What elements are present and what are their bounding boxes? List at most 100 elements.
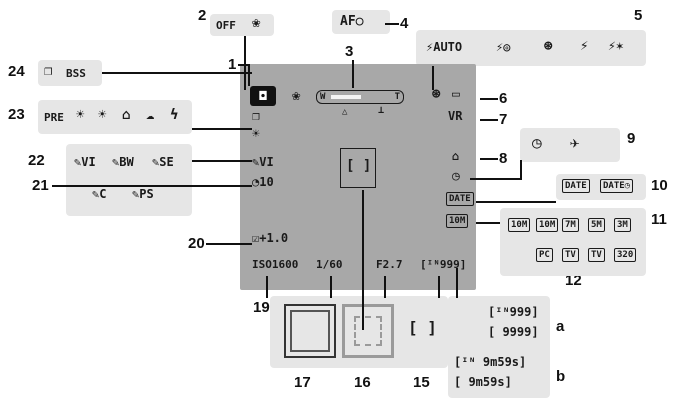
lcd-continuous-icon: ❐ <box>252 109 260 124</box>
exposures-remaining-text: [ᴵᴺ999] <box>420 258 467 271</box>
label-17: 17 <box>294 374 311 391</box>
label-23: 23 <box>8 106 25 123</box>
monitor-display: ◘ ❀ W T △ ⊥ ⊛ ▭ VR ❐ ☀ ✎VI ◔10 ☑+1.0 ISO… <box>240 64 476 290</box>
exposure-comp-text: ☑+1.0 <box>252 231 289 245</box>
label-12: 12 <box>565 272 582 289</box>
wb-flash-icon: ϟ <box>170 107 179 123</box>
label-5: 5 <box>634 7 643 24</box>
macro-off-icon: OFF <box>216 19 236 32</box>
color-sepia-icon: ✎SE <box>152 155 174 169</box>
leader-4 <box>385 23 399 25</box>
date-imprint-icon: DATE <box>562 179 590 193</box>
date-stamp-counter-icon: ⌂ <box>452 149 460 163</box>
leader-3 <box>352 60 354 88</box>
wb-fluorescent-icon: ⌂ <box>122 107 131 123</box>
focus-area-box <box>340 148 376 188</box>
label-4: 4 <box>400 15 409 32</box>
wb-cloudy-icon: ☁ <box>146 107 155 123</box>
leader-24 <box>102 72 252 74</box>
focus-area-auto-frame <box>342 304 394 358</box>
label-24: 24 <box>8 63 25 80</box>
wb-incandescent-icon: ☀ <box>98 107 107 123</box>
focus-area-wide-frame <box>284 304 336 358</box>
flash-redeye-icon: ⚡◎ <box>496 40 511 54</box>
movie-time-internal-text: [ᴵᴺ 9m59s] <box>454 355 527 369</box>
label-3: 3 <box>345 43 354 60</box>
image-mode-5m-icon: 5M <box>588 218 605 232</box>
label-6: 6 <box>499 90 508 107</box>
panel-af: AF○ <box>332 10 390 34</box>
color-pastel-icon: ✎PS <box>132 187 154 201</box>
leader-12 <box>456 268 458 298</box>
label-15: 15 <box>413 374 430 391</box>
label-b: b <box>556 368 566 385</box>
zoom-wide-label: W <box>320 92 326 102</box>
image-mode-7m-icon: 7M <box>562 218 579 232</box>
focus-brackets: [ ] <box>346 158 372 174</box>
lcd-date-imprint-icon: DATE <box>446 192 474 206</box>
shutter-speed-text: 1/60 <box>316 258 343 271</box>
label-1: 1 <box>228 56 237 73</box>
label-7: 7 <box>499 111 508 128</box>
image-mode-10m-star-icon: 10M <box>508 218 531 232</box>
leader-10 <box>476 201 556 203</box>
focus-area-wide-inner <box>290 310 330 352</box>
color-bw-icon: ✎BW <box>112 155 134 169</box>
lcd-wb-icon: ☀ <box>252 127 260 142</box>
label-a: a <box>556 318 565 335</box>
wb-daylight-icon: ☀ <box>76 107 85 123</box>
label-21: 21 <box>32 177 49 194</box>
color-vivid-icon: ✎VI <box>74 155 96 169</box>
label-9: 9 <box>627 130 636 147</box>
leader-14 <box>384 276 386 298</box>
battery-icon: ▭ <box>452 87 460 102</box>
label-11: 11 <box>651 211 667 228</box>
lcd-zone-clock-icon: ◷ <box>452 169 460 184</box>
focus-area-center-brackets: [ ] <box>408 318 437 337</box>
label-10: 10 <box>651 177 668 194</box>
iso-text: ISO1600 <box>252 258 299 271</box>
panel-date-imprint: DATE DATE◷ <box>556 174 646 200</box>
leader-5 <box>432 66 434 90</box>
aperture-text: F2.7 <box>376 258 403 271</box>
leader-20 <box>206 243 252 245</box>
movie-time-card-text: [ 9m59s] <box>454 375 512 389</box>
shooting-mode-icon: ◘ <box>250 86 276 106</box>
flash-night-icon: ⚡✶ <box>608 39 624 54</box>
focus-area-auto-inner <box>354 316 382 346</box>
label-20: 20 <box>188 235 205 252</box>
label-2: 2 <box>198 7 207 24</box>
movie-tv-icon: TV <box>588 248 605 262</box>
exposures-internal-text: [ᴵᴺ999] <box>488 305 539 319</box>
leader-9 <box>470 178 522 180</box>
date-time-imprint-icon: DATE◷ <box>600 179 634 193</box>
image-mode-pc-icon: PC <box>536 248 553 262</box>
label-8: 8 <box>499 150 508 167</box>
panel-white-balance: PRE ☀ ☀ ⌂ ☁ ϟ <box>38 100 192 134</box>
lcd-color-effect-icon: ✎VI <box>252 155 274 169</box>
image-mode-10m-icon: 10M <box>536 218 559 232</box>
leader-19 <box>266 276 268 298</box>
self-timer-icon: ◔10 <box>252 175 274 189</box>
label-19: 19 <box>253 299 270 316</box>
zoom-indicator: W T <box>316 90 404 104</box>
flash-off-icon: ⊛ <box>544 38 553 54</box>
continuous-icon: ❐ <box>44 63 53 79</box>
leader-21 <box>52 185 252 187</box>
panel-focus-areas: [ ] <box>270 296 448 368</box>
flash-fill-icon: ⚡ <box>580 38 589 54</box>
leader-9b <box>520 160 522 180</box>
leader-18 <box>330 276 332 298</box>
lcd-macro-icon: ❀ <box>292 88 301 104</box>
leader-1b <box>248 64 250 86</box>
leader-22 <box>192 160 252 162</box>
home-zone-clock-icon: ◷ <box>532 133 542 152</box>
leader-11 <box>476 222 500 224</box>
bss-icon: BSS <box>66 67 86 80</box>
leader-8 <box>480 158 498 160</box>
wb-preset-icon: PRE <box>44 111 64 124</box>
color-cyanotype-icon: ✎C <box>92 187 107 201</box>
leader-7 <box>480 119 498 121</box>
image-mode-3m-icon: 3M <box>614 218 631 232</box>
leader-2 <box>244 36 246 90</box>
